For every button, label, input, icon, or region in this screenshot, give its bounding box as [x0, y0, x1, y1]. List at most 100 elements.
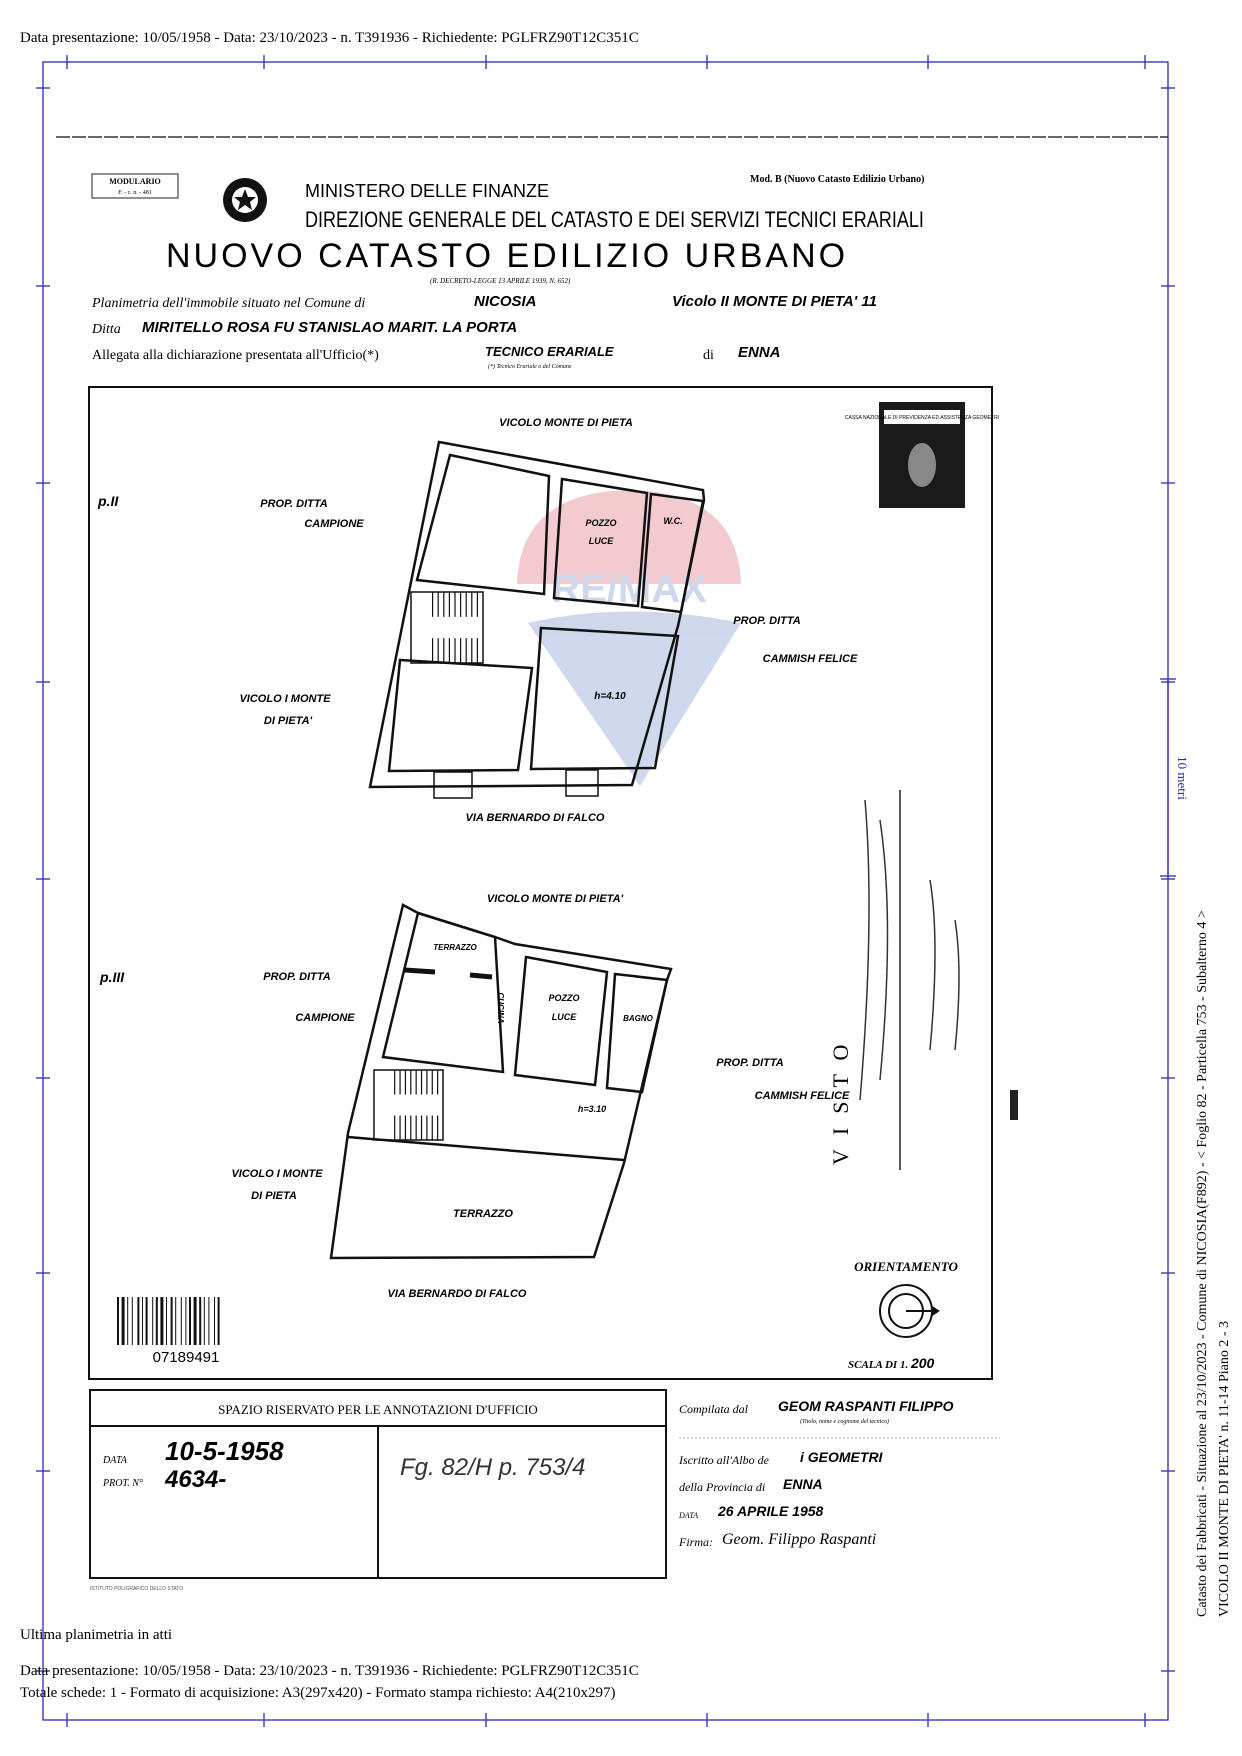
barcode-bar — [131, 1297, 133, 1345]
header-line: Data presentazione: 10/05/1958 - Data: 2… — [20, 30, 639, 46]
street-label: DI PIETA' — [264, 715, 313, 727]
scale-bar-label: 10 metri — [1175, 756, 1190, 800]
compiler-date-label: DATA — [678, 1511, 698, 1520]
owner-label: PROP. DITTA — [263, 971, 330, 983]
owner-name: CAMPIONE — [295, 1012, 355, 1024]
ufficio-value: TECNICO ERARIALE — [485, 344, 614, 359]
barcode-bar — [127, 1297, 129, 1345]
street-label: DI PIETA — [251, 1190, 297, 1202]
street-label: VICOLO MONTE DI PIETA' — [487, 893, 624, 905]
barcode-bar — [137, 1297, 140, 1345]
visto-stamp: VISTO — [828, 790, 1018, 1170]
owner-name: CAMMISH FELICE — [763, 653, 858, 665]
barcode-bar — [189, 1297, 191, 1345]
room-label: BAGNO — [623, 1014, 654, 1023]
compilata-label: Compilata dal — [679, 1402, 749, 1416]
barcode-bar — [121, 1297, 125, 1345]
room-wc — [640, 492, 705, 614]
street-label: VICOLO MONTE DI PIETA — [499, 417, 633, 429]
room-terrazzo — [381, 911, 505, 1074]
barcode-bar — [170, 1297, 173, 1345]
di-label: di — [703, 348, 714, 363]
floor-plan-lower — [329, 903, 673, 1260]
orientation-label: ORIENTAMENTO — [854, 1259, 958, 1274]
compiler-provincia-value: ENNA — [783, 1476, 823, 1492]
office-annotation-box — [89, 1389, 667, 1579]
footer-line-1: Data presentazione: 10/05/1958 - Data: 2… — [20, 1663, 639, 1679]
svg-text:CASSA NAZIONALE DI PREVIDENZA: CASSA NAZIONALE DI PREVIDENZA ED ASSISTE… — [845, 415, 999, 421]
barcode-bar — [160, 1297, 164, 1345]
room-label: CUCINA — [496, 992, 505, 1023]
provincia-label: della Provincia di — [679, 1480, 765, 1494]
barcode-bar — [203, 1297, 205, 1345]
compiler-date-value: 26 APRILE 1958 — [717, 1503, 824, 1519]
geometri-stamp: CASSA NAZIONALE DI PREVIDENZA ED ASSISTE… — [845, 402, 999, 508]
scale-bar — [1160, 678, 1176, 877]
barcode-bar — [193, 1297, 197, 1345]
window — [565, 769, 599, 797]
street-label: VIA BERNARDO DI FALCO — [466, 812, 605, 824]
ministry-title: MINISTERO DELLE FINANZE — [305, 181, 549, 201]
barcode-bar — [214, 1297, 215, 1345]
scale-label: SCALA DI 1. 200 — [848, 1355, 935, 1371]
owner-label: PROP. DITTA — [716, 1057, 783, 1069]
terrace-divider — [347, 1135, 625, 1162]
svg-text:VISTO: VISTO — [828, 1031, 853, 1165]
street-label: VIA BERNARDO DI FALCO — [388, 1288, 527, 1300]
italian-emblem-icon — [223, 178, 267, 222]
room-bagno — [605, 972, 669, 1094]
svg-text:RE/MAX: RE/MAX — [551, 567, 707, 611]
wall-segment — [404, 967, 436, 975]
decree-label: (R. DECRETO-LEGGE 13 APRILE 1939, N. 652… — [430, 277, 571, 285]
wall-segment — [469, 972, 493, 980]
albo-value: i GEOMETRI — [800, 1449, 884, 1465]
street-label: VICOLO I MONTE — [239, 693, 331, 705]
room-pozzo-luce — [513, 955, 609, 1087]
office-date-label: DATA — [102, 1455, 128, 1466]
compass-icon — [879, 1284, 940, 1338]
ditta-value: MIRITELLO ROSA FU STANISLAO MARIT. LA PO… — [142, 319, 517, 336]
comune-value: NICOSIA — [474, 293, 537, 310]
svg-text:F. - c. n. - 481: F. - c. n. - 481 — [118, 190, 152, 196]
planimetria-label: Planimetria dell'immobile situato nel Co… — [91, 296, 365, 311]
room-label: LUCE — [589, 536, 614, 546]
barcode-bar — [155, 1297, 158, 1345]
last-plan-label: Ultima planimetria in atti — [20, 1627, 172, 1643]
svg-text:MODULARIO: MODULARIO — [109, 177, 161, 186]
barcode-bar — [208, 1297, 210, 1345]
room — [387, 658, 534, 773]
remax-watermark: RE/MAX — [517, 490, 741, 786]
printer-label: ISTITUTO POLIGRAFICO DELLO STATO — [90, 1586, 183, 1592]
floor-label: p.III — [99, 969, 125, 985]
room-label: W.C. — [663, 516, 682, 526]
room-pozzo-luce — [552, 477, 649, 608]
firma-label: Firma: — [678, 1535, 713, 1549]
barcode-bar — [117, 1297, 119, 1345]
footer-line-2: Totale schede: 1 - Formato di acquisizio… — [20, 1685, 616, 1701]
floor-plan-upper — [368, 440, 706, 799]
outer-walls — [368, 440, 706, 789]
side-info-line-2: VICOLO II MONTE DI PIETA' n. 11-14 Piano… — [1217, 1321, 1232, 1617]
barcode-bar — [217, 1297, 220, 1345]
owner-name: CAMPIONE — [304, 518, 364, 530]
barcode-bar — [145, 1297, 148, 1345]
owner-name: CAMMISH FELICE — [755, 1090, 850, 1102]
room — [529, 626, 680, 771]
barcode-bar — [185, 1297, 187, 1345]
room-label: LUCE — [552, 1012, 577, 1022]
room-label: POZZO — [586, 518, 617, 528]
room-label: TERRAZZO — [453, 1208, 513, 1220]
barcode-bar — [199, 1297, 202, 1345]
street-label: VICOLO I MONTE — [231, 1168, 323, 1180]
allegata-label: Allegata alla dichiarazione presentata a… — [92, 348, 379, 363]
office-date-value: 10-5-1958 — [165, 1436, 284, 1466]
ufficio-note: (*) Tecnico Erariale o del Comune — [488, 363, 572, 370]
staircase — [410, 591, 484, 664]
barcode-bar — [166, 1297, 167, 1345]
room-label: TERRAZZO — [433, 943, 477, 952]
office-prot-value: 4634- — [164, 1466, 226, 1493]
compiler-name-note: (Titolo, nome e cognome del tecnico) — [800, 1418, 889, 1425]
window — [433, 771, 473, 799]
ditta-label: Ditta — [91, 322, 121, 337]
